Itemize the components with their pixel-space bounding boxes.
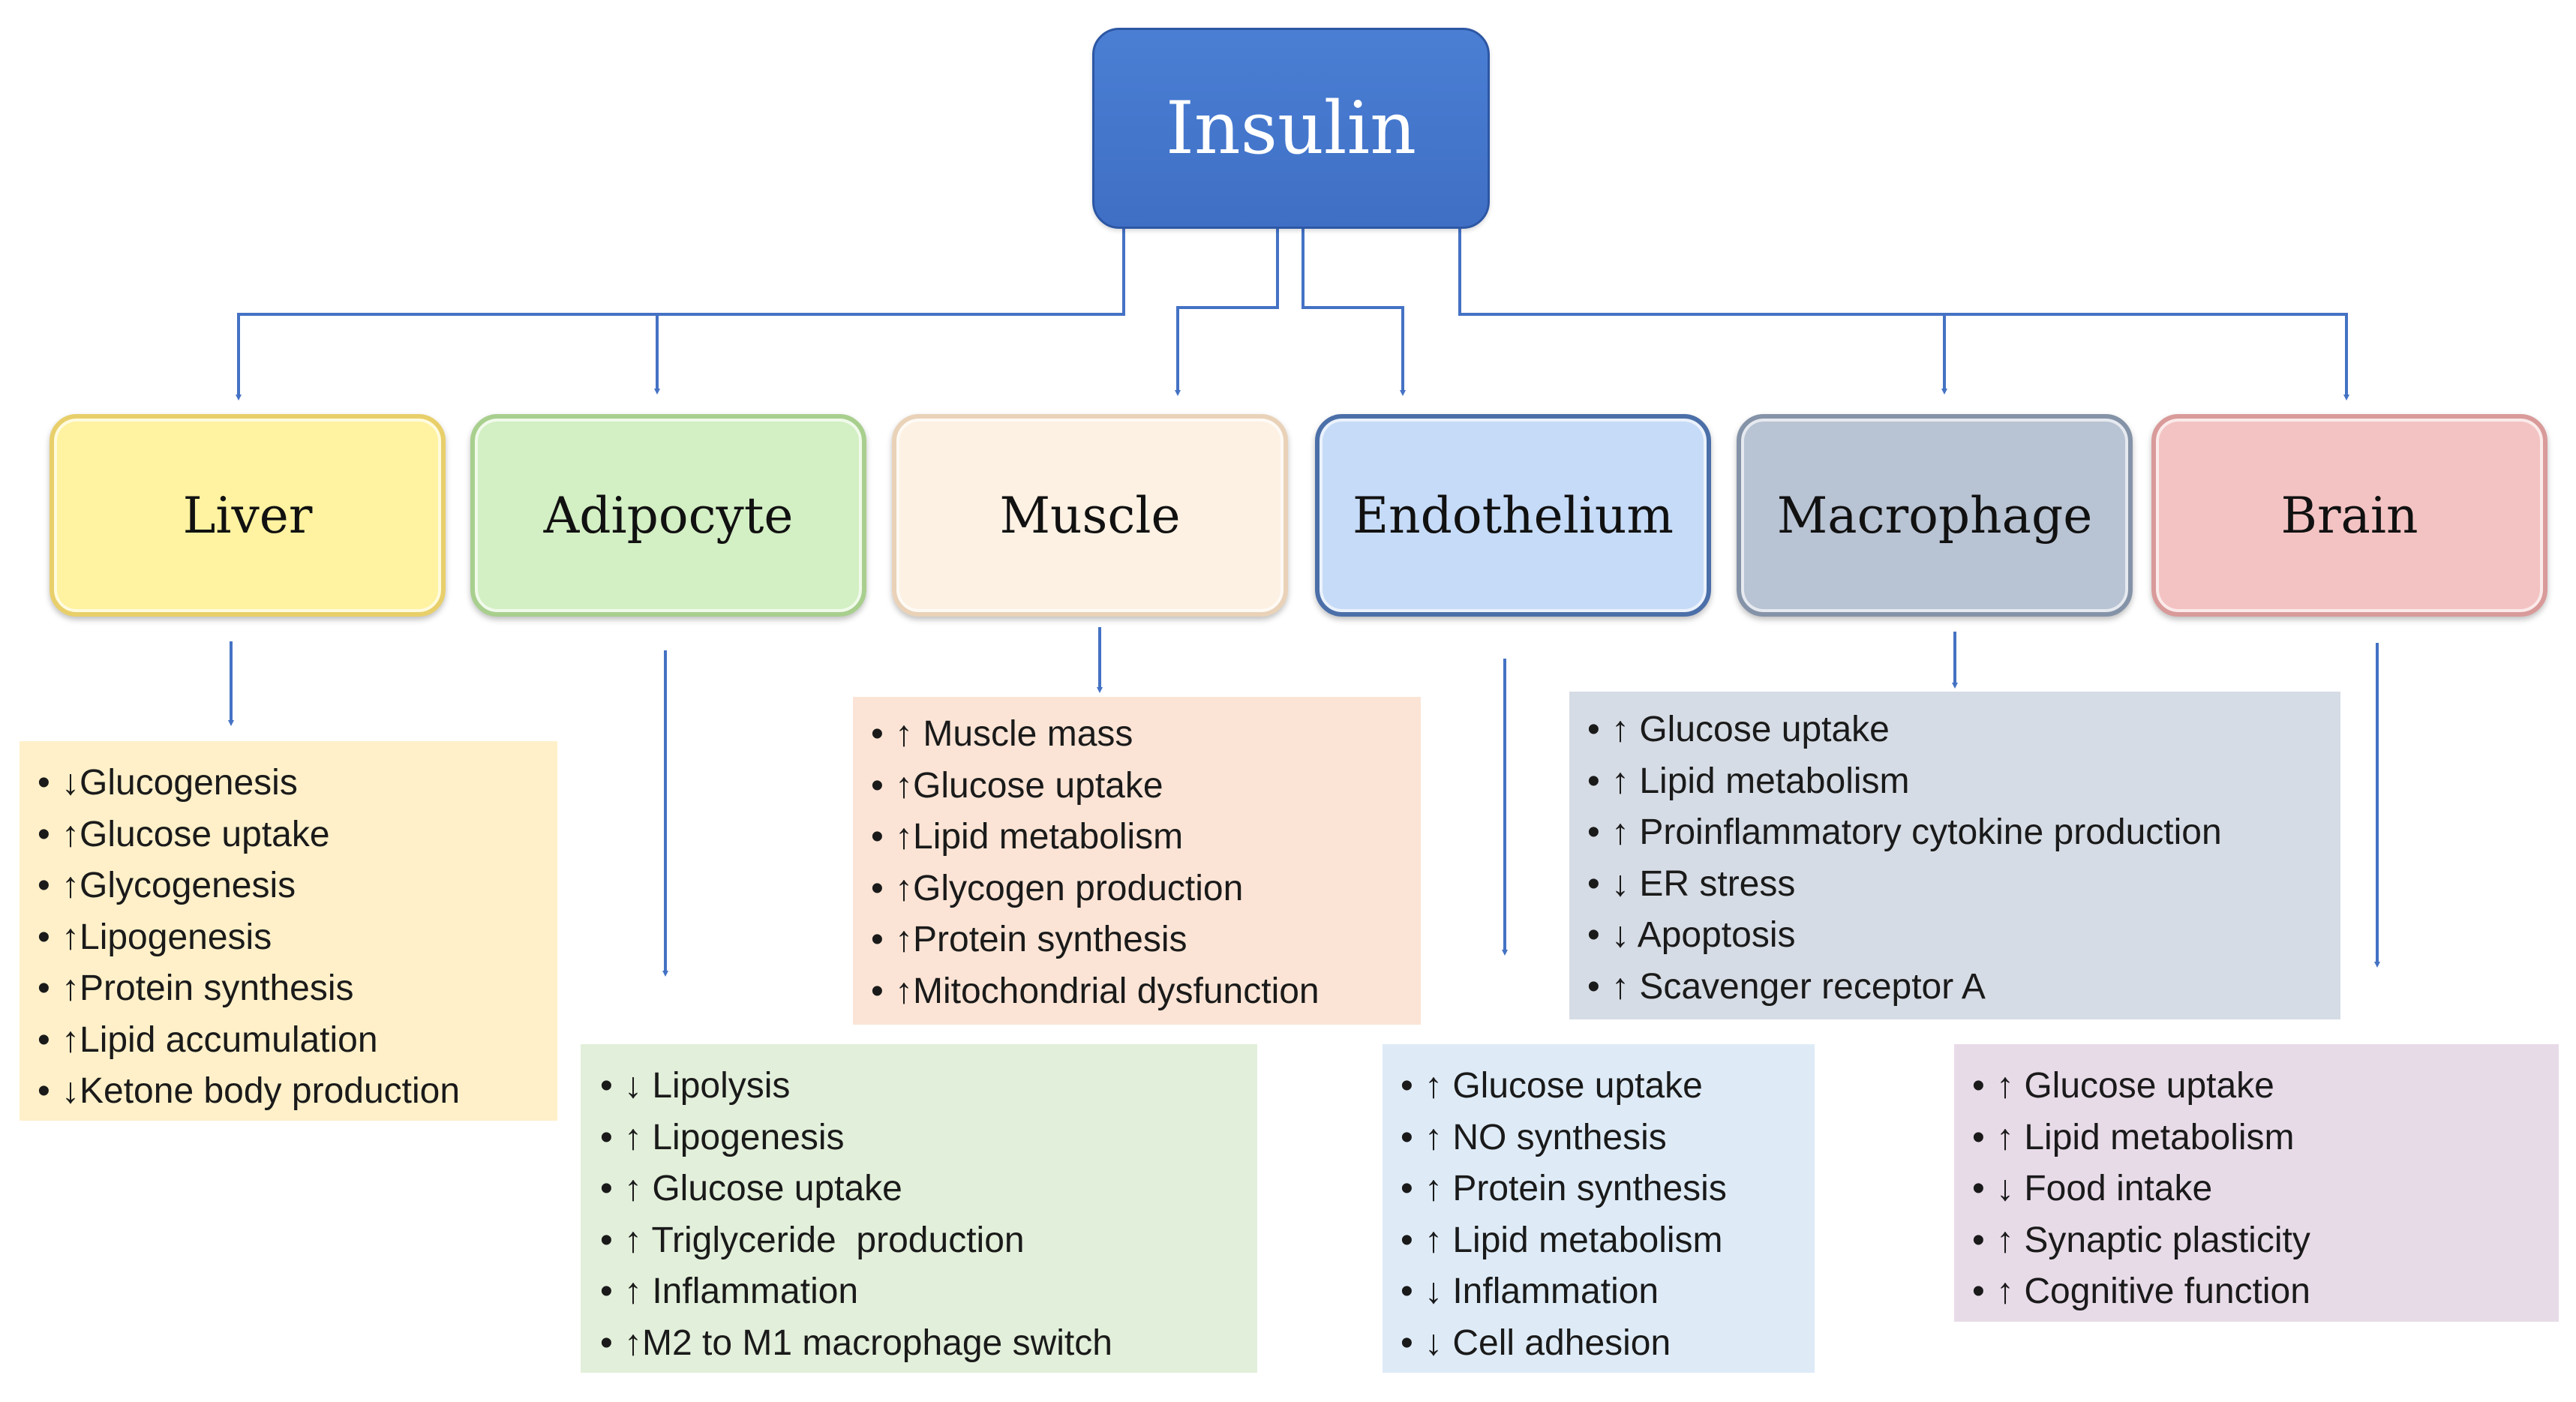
brain-effect-item: ↓ Food intake [1972,1163,2559,1215]
endothelium-effect-item: ↑ Lipid metabolism [1401,1215,1815,1267]
endothelium-effects-panel: ↑ Glucose uptake↑ NO synthesis↑ Protein … [1383,1044,1815,1373]
muscle-effect-item: ↑Glucose uptake [871,761,1421,812]
liver-effects-panel: ↓Glucogenesis↑Glucose uptake↑Glycogenesi… [20,741,557,1121]
liver-effect-item: ↑Glucose uptake [38,809,557,861]
liver-effect-item: ↓Ketone body production [38,1066,557,1118]
muscle-effect-item: ↑Protein synthesis [871,914,1421,966]
liver-effect-item: ↑Lipid accumulation [38,1015,557,1067]
liver-effect-item: ↑Glycogenesis [38,860,557,912]
brain-effects-panel: ↑ Glucose uptake↑ Lipid metabolism↓ Food… [1954,1044,2559,1322]
adipocyte-effects-panel: ↓ Lipolysis↑ Lipogenesis↑ Glucose uptake… [581,1044,1257,1373]
adipocyte-effect-item: ↑ Triglyceride production [600,1215,1257,1267]
macrophage-effect-item: ↑ Lipid metabolism [1587,756,2340,808]
endothelium-effect-item: ↑ Protein synthesis [1401,1163,1815,1215]
muscle-effect-item: ↑Mitochondrial dysfunction [871,966,1421,1018]
endothelium-node: Endothelium [1315,414,1711,617]
endothelium-effect-item: ↓ Cell adhesion [1401,1318,1815,1370]
brain-effect-item: ↑ Cognitive function [1972,1266,2559,1318]
insulin-node: Insulin [1092,28,1490,229]
muscle-effect-item: ↑Glycogen production [871,863,1421,915]
macrophage-effects-panel: ↑ Glucose uptake↑ Lipid metabolism↑ Proi… [1569,692,2340,1019]
connector-root-muscle [1175,229,1279,396]
adipocyte-effect-item: ↑ Inflammation [600,1266,1257,1318]
macrophage-effect-item: ↑ Scavenger receptor A [1587,962,2340,1013]
adipocyte-effect-item: ↑ Glucose uptake [600,1163,1257,1215]
macrophage-effect-item: ↑ Glucose uptake [1587,704,2340,756]
adipocyte-effect-item: ↑M2 to M1 macrophage switch [600,1318,1257,1370]
brain-effect-item: ↑ Synaptic plasticity [1972,1215,2559,1267]
macrophage-effect-item: ↓ ER stress [1587,859,2340,911]
endothelium-effect-item: ↑ Glucose uptake [1401,1061,1815,1112]
muscle-effect-item: ↑Lipid metabolism [871,812,1421,863]
muscle-effects-panel: ↑ Muscle mass↑Glucose uptake↑Lipid metab… [853,697,1421,1025]
muscle-node: Muscle [892,414,1288,617]
connector-root-brain [1458,229,2349,401]
endothelium-effect-item: ↓ Inflammation [1401,1266,1815,1318]
connector-root-adipocyte [654,229,1125,395]
liver-effect-item: ↑Protein synthesis [38,963,557,1015]
liver-node: Liver [50,414,446,617]
adipocyte-effect-item: ↑ Lipogenesis [600,1112,1257,1164]
macrophage-effect-item: ↓ Apoptosis [1587,910,2340,962]
brain-node: Brain [2151,414,2547,617]
brain-effect-item: ↑ Lipid metabolism [1972,1112,2559,1164]
endothelium-effect-item: ↑ NO synthesis [1401,1112,1815,1164]
adipocyte-effect-item: ↓ Lipolysis [600,1061,1257,1112]
muscle-effect-item: ↑ Muscle mass [871,709,1421,761]
macrophage-effect-item: ↑ Proinflammatory cytokine production [1587,807,2340,859]
brain-effect-item: ↑ Glucose uptake [1972,1061,2559,1112]
adipocyte-node: Adipocyte [470,414,866,617]
macrophage-node: Macrophage [1737,414,2133,617]
liver-effect-item: ↑Lipogenesis [38,912,557,964]
liver-effect-item: ↓Glucogenesis [38,758,557,809]
connector-root-endothelium [1302,229,1406,396]
connector-root-macrophage [1458,229,1947,395]
